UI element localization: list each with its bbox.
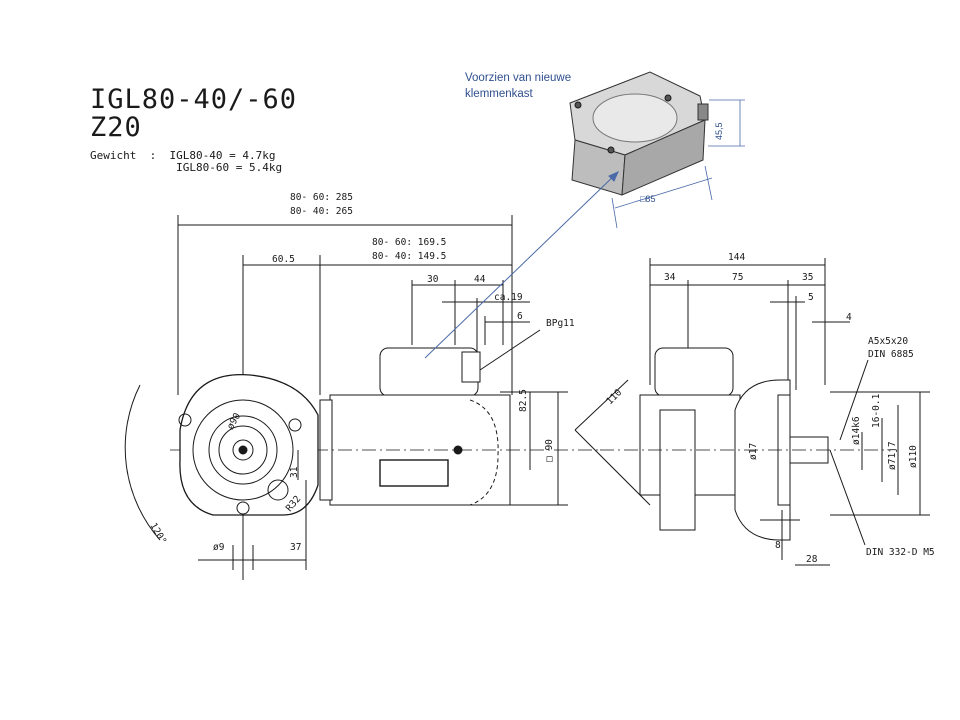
dim-6: 6	[517, 311, 523, 322]
dim-overall-60: 80- 60: 285	[290, 192, 353, 203]
dim-sq90: □ 90	[544, 439, 555, 462]
side-view-dimensions	[177, 215, 568, 580]
dim-d110: ø110	[908, 445, 919, 468]
side-view-motor	[170, 347, 600, 506]
dim-d17: ø17	[748, 443, 759, 460]
dim-flange: 60.5	[272, 254, 295, 265]
weight-label: Gewicht	[90, 149, 137, 162]
box-square-label: □85	[640, 194, 655, 204]
weight-row-model: IGL80-40	[169, 149, 223, 162]
dim-d16: 16-0.1	[871, 393, 882, 428]
center-hole-label: DIN 332-D M5	[866, 547, 935, 558]
front-view-flange	[124, 373, 319, 570]
drawing-title: IGL80-40/-60	[90, 84, 298, 115]
dim-144: 144	[728, 252, 745, 263]
dim-hole9: ø9	[213, 542, 225, 553]
dim-overall-40: 80- 40: 265	[290, 206, 353, 217]
weight-separator: :	[149, 149, 157, 162]
terminal-box-illustration	[569, 71, 745, 229]
dim-28: 28	[806, 554, 818, 565]
dim-4: 4	[846, 312, 852, 323]
dim-5: 5	[808, 292, 814, 303]
weight-row-model: IGL80-60	[176, 161, 230, 174]
dim-d14: ø14k6	[851, 416, 862, 445]
dimension-labels: 45,5 □85 80- 60: 285 80- 40: 265 60.5 80…	[147, 122, 934, 565]
arrowhead-icon	[608, 171, 619, 182]
box-height-label: 45,5	[714, 122, 724, 140]
dim-angle-120: 120°	[147, 521, 168, 546]
note-line: Voorzien van nieuwe	[465, 72, 572, 84]
note-line: klemmenkast	[465, 88, 533, 100]
drawing-subtitle: Z20	[90, 112, 142, 143]
weight-row-value: = 5.4kg	[235, 161, 283, 174]
dim-110-diag: 110	[604, 387, 624, 407]
dim-31: 31	[289, 466, 300, 478]
gland-label: BPg11	[546, 318, 575, 329]
dim-d71: ø71j7	[887, 441, 898, 470]
dim-motor-40: 80- 40: 149.5	[372, 251, 446, 262]
annotation-arrow	[424, 171, 619, 359]
dim-ca19: ca.19	[494, 292, 523, 303]
dim-motor-60: 80- 60: 169.5	[372, 237, 446, 248]
key-std-label: DIN 6885	[868, 349, 914, 360]
dim-75: 75	[732, 272, 743, 283]
weight-row-value: = 4.7kg	[229, 149, 276, 162]
end-view	[574, 258, 930, 566]
dim-30: 30	[427, 274, 439, 285]
terminal-box-note: Voorzien van nieuwe klemmenkast	[465, 70, 571, 102]
dim-34: 34	[664, 272, 676, 283]
dim-37: 37	[290, 542, 301, 553]
dim-82-5: 82.5	[518, 389, 529, 412]
dim-35: 35	[802, 272, 813, 283]
weight-table: Gewicht : IGL80-40 = 4.7kg IGL80-60 = 5.…	[90, 150, 282, 174]
key-label: A5x5x20	[868, 336, 908, 347]
dim-44: 44	[474, 274, 486, 285]
dim-8: 8	[775, 540, 781, 551]
